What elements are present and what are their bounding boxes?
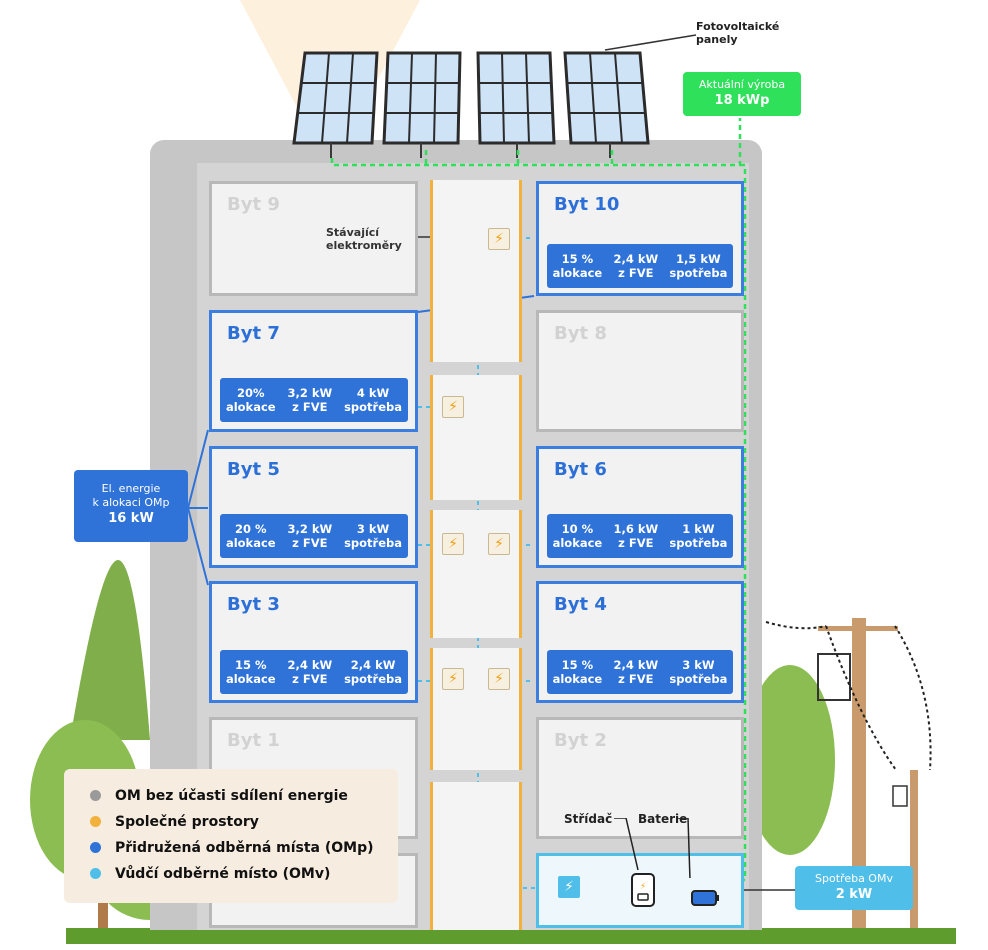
stairwell-4 [430, 648, 522, 770]
legend-dot [90, 789, 101, 801]
battery-icon [691, 890, 717, 906]
fve-value: 3,2 kW z FVE [287, 522, 333, 550]
apartment-byt7: Byt 7 20% alokace 3,2 kW z FVE 4 kW spot… [209, 310, 418, 432]
consumption-value: 1,5 kW spotřeba [669, 252, 728, 280]
ground [66, 928, 956, 944]
apartment-title: Byt 2 [554, 730, 607, 751]
inverter-battery: ⚡ [631, 873, 719, 907]
allocation-value: 10 % alokace [552, 522, 603, 550]
apartment-byt4: Byt 4 15 % alokace 2,4 kW z FVE 3 kW spo… [536, 581, 744, 703]
apartment-info-box: 10 % alokace 1,6 kW z FVE 1 kW spotřeba [547, 514, 733, 558]
apartment-title: Byt 10 [554, 194, 620, 215]
apartment-byt6: Byt 6 10 % alokace 1,6 kW z FVE 1 kW spo… [536, 446, 744, 568]
apartment-byt3: Byt 3 15 % alokace 2,4 kW z FVE 2,4 kW s… [209, 581, 418, 703]
utility-pole-small [910, 770, 918, 930]
stairwell-3 [430, 510, 522, 638]
apartment-title: Byt 3 [227, 594, 280, 615]
production-badge: Aktuální výroba 18 kWp [683, 72, 801, 116]
legend-item: OM bez účasti sdílení energie [90, 788, 348, 804]
apartment-info-box: 20% alokace 3,2 kW z FVE 4 kW spotřeba [220, 378, 408, 422]
meter-icon: ⚡ [488, 668, 510, 690]
inverter-label: Střídač [564, 812, 613, 826]
apartment-info-box: 15 % alokace 2,4 kW z FVE 2,4 kW spotřeb… [220, 650, 408, 694]
power-lines [765, 621, 932, 771]
production-value: 18 kWp [714, 93, 770, 108]
tree-bush-right [745, 665, 835, 855]
consumption-value: 4 kW spotřeba [344, 386, 403, 414]
consumption-label: Spotřeba OMv [815, 872, 893, 885]
allocation-value: 15 % alokace [552, 252, 603, 280]
legend: OM bez účasti sdílení energie Společné p… [64, 769, 398, 903]
meter-icon: ⚡ [442, 396, 464, 418]
utility-pole-large [852, 618, 866, 930]
tree-tall [70, 560, 150, 740]
legend-label: Přidružená odběrná místa (OMp) [115, 840, 374, 856]
meters-label: Stávající elektroměry [326, 226, 402, 252]
allocation-value: 20 % alokace [225, 522, 276, 550]
apartment-byt2: Byt 2 [536, 717, 744, 839]
legend-label: Společné prostory [115, 814, 259, 830]
stairwell-2 [430, 375, 522, 500]
meter-icon: ⚡ [442, 533, 464, 555]
legend-item: Vůdčí odběrné místo (OMv) [90, 866, 330, 882]
apartment-title: Byt 7 [227, 323, 280, 344]
legend-label: Vůdčí odběrné místo (OMv) [115, 866, 331, 882]
apartment-byt5: Byt 5 20 % alokace 3,2 kW z FVE 3 kW spo… [209, 446, 418, 568]
omv-meter-icon: ⚡ [558, 876, 580, 898]
consumption-value: 3 kW spotřeba [669, 658, 728, 686]
apartment-byt9: Byt 9 [209, 181, 418, 296]
legend-item: Přidružená odběrná místa (OMp) [90, 840, 374, 856]
allocation-badge: El. energie k alokaci OMp 16 kW [74, 470, 188, 542]
apartment-info-box: 20 % alokace 3,2 kW z FVE 3 kW spotřeba [220, 514, 408, 558]
allocation-value: 16 kW [108, 511, 154, 526]
apartment-title: Byt 6 [554, 459, 607, 480]
apartment-title: Byt 5 [227, 459, 280, 480]
meter-icon: ⚡ [488, 228, 510, 250]
allocation-lines [187, 295, 535, 586]
fve-value: 2,4 kW z FVE [613, 252, 659, 280]
battery-label: Baterie [638, 812, 688, 826]
apartment-info-box: 15 % alokace 2,4 kW z FVE 1,5 kW spotřeb… [547, 244, 733, 288]
apartment-title: Byt 1 [227, 730, 280, 751]
apartment-byt8: Byt 8 [536, 310, 744, 432]
stairwell-1 [430, 180, 522, 362]
allocation-value: 15 % alokace [225, 658, 276, 686]
svg-text:⚡: ⚡ [640, 882, 646, 892]
consumption-badge: Spotřeba OMv 2 kW [795, 866, 913, 910]
fve-value: 2,4 kW z FVE [287, 658, 333, 686]
consumption-value: 3 kW spotřeba [344, 522, 403, 550]
stairwell-5 [430, 782, 522, 930]
consumption-value: 2,4 kW spotřeba [344, 658, 403, 686]
legend-dot [90, 815, 101, 827]
legend-label: OM bez účasti sdílení energie [115, 788, 348, 804]
legend-item: Společné prostory [90, 814, 259, 830]
legend-dot [90, 841, 101, 853]
allocation-label: El. energie k alokaci OMp [92, 482, 170, 509]
fve-value: 1,6 kW z FVE [613, 522, 659, 550]
meter-icon: ⚡ [442, 668, 464, 690]
apartment-title: Byt 8 [554, 323, 607, 344]
allocation-value: 20% alokace [225, 386, 276, 414]
insulator-icon [892, 785, 908, 807]
apartment-title: Byt 4 [554, 594, 607, 615]
apartment-title: Byt 9 [227, 194, 280, 215]
meter-icon: ⚡ [488, 533, 510, 555]
production-label: Aktuální výroba [698, 78, 786, 91]
fve-value: 3,2 kW z FVE [287, 386, 333, 414]
consumption-value: 1 kW spotřeba [669, 522, 728, 550]
transformer-icon [817, 653, 851, 701]
apartment-info-box: 15 % alokace 2,4 kW z FVE 3 kW spotřeba [547, 650, 733, 694]
legend-dot [90, 867, 101, 879]
allocation-value: 15 % alokace [552, 658, 603, 686]
fve-value: 2,4 kW z FVE [613, 658, 659, 686]
consumption-value: 2 kW [835, 887, 873, 902]
solar-panels [292, 51, 650, 158]
apartment-byt10: Byt 10 15 % alokace 2,4 kW z FVE 1,5 kW … [536, 181, 744, 296]
panels-label: Fotovoltaické panely [696, 20, 780, 46]
